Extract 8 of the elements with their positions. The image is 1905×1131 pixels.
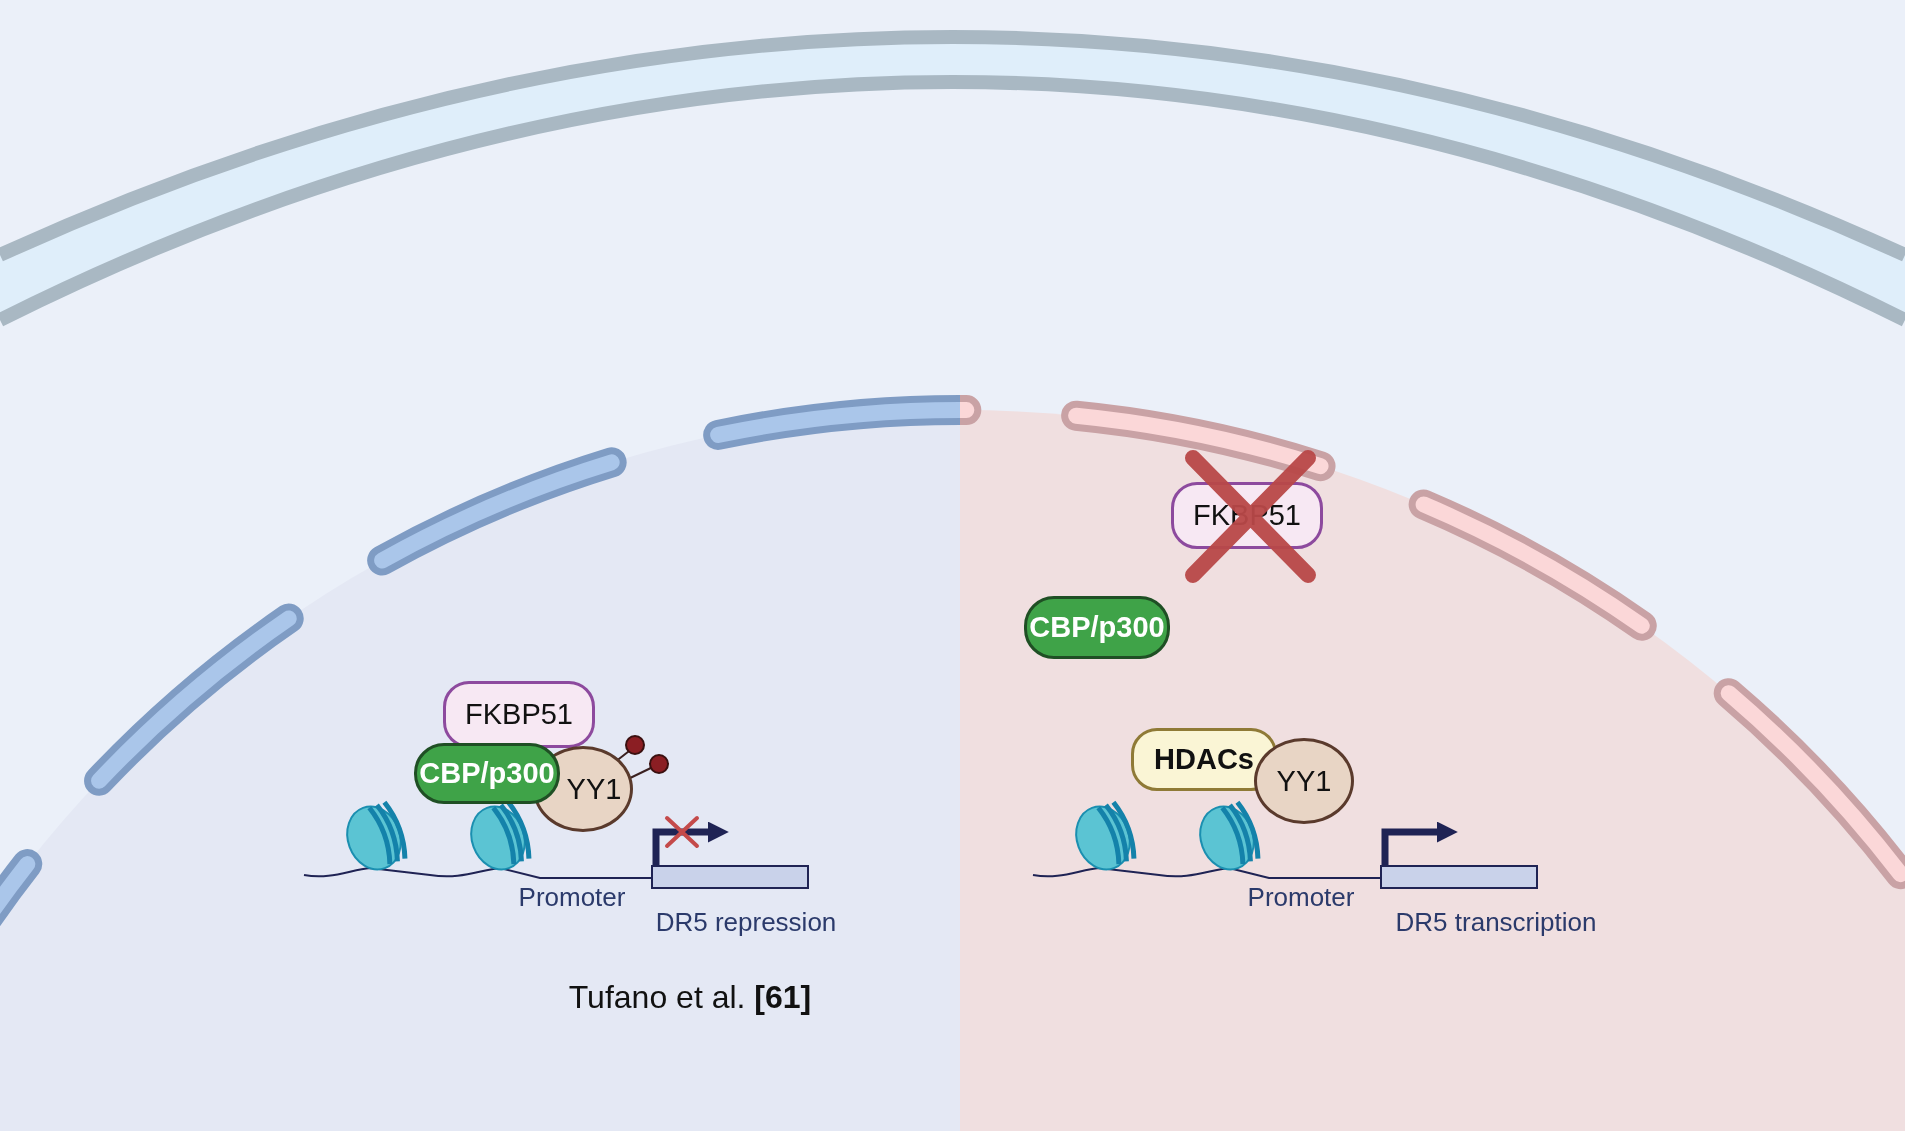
gene-label: DR5 repression (655, 906, 837, 938)
citation-text: Tufano et al. [61] (568, 978, 812, 1016)
promoter-label: Promoter (518, 881, 626, 913)
promoter-label: Promoter (1247, 881, 1355, 913)
gene-label: DR5 transcription (1395, 906, 1597, 938)
protein-pill: FKBP51 (443, 680, 595, 748)
protein-pill: CBP/p300 (414, 742, 560, 804)
protein-pill: CBP/p300 (1024, 595, 1170, 659)
